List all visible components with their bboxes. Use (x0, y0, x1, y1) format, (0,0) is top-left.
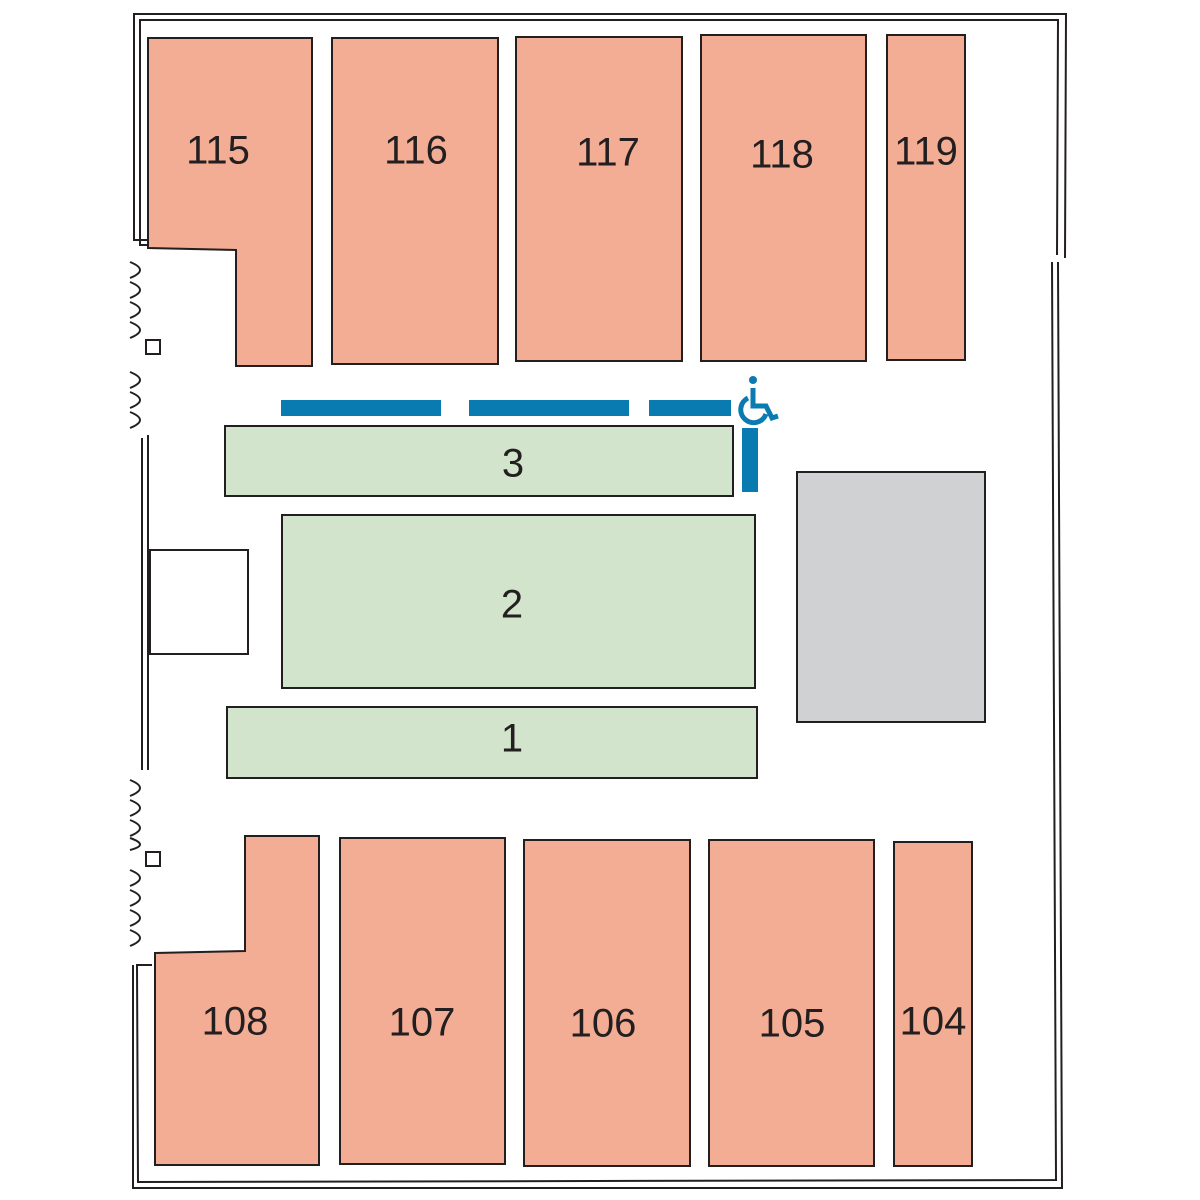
booth-106-label: 106 (570, 1002, 637, 1046)
booth-104-label: 104 (900, 1000, 967, 1044)
area-3[interactable] (224, 425, 734, 497)
area-3-label: 3 (502, 442, 524, 486)
booth-119-label: 119 (894, 130, 958, 174)
area-1[interactable] (226, 706, 758, 779)
booth-116[interactable] (331, 37, 499, 365)
booth-118[interactable] (700, 34, 867, 362)
area-2[interactable] (281, 514, 756, 689)
booth-107[interactable] (339, 837, 506, 1165)
booth-115-label: 115 (186, 129, 250, 173)
booth-105[interactable] (708, 839, 875, 1167)
area-1-label: 1 (501, 717, 523, 761)
booth-117[interactable] (515, 36, 683, 362)
booth-116-label: 116 (384, 129, 448, 173)
booth-104[interactable] (893, 841, 973, 1167)
booth-106[interactable] (523, 839, 691, 1167)
booth-118-label: 118 (750, 133, 814, 177)
gray-block (796, 471, 986, 723)
booth-115[interactable] (147, 37, 313, 367)
outer-wall (132, 13, 1068, 1189)
door-swing-icon (129, 261, 161, 429)
accessible-route (281, 400, 758, 492)
booth-108-label: 108 (202, 1000, 269, 1044)
area-2-label: 2 (501, 583, 523, 627)
booth-105-label: 105 (759, 1002, 826, 1046)
side-room (149, 549, 249, 655)
booth-117-label: 117 (576, 131, 640, 175)
booth-107-label: 107 (389, 1001, 456, 1045)
booth-108[interactable] (154, 835, 320, 1166)
wheelchair-icon (738, 376, 779, 426)
booth-119[interactable] (886, 34, 966, 361)
door-swing-icon (129, 779, 161, 947)
